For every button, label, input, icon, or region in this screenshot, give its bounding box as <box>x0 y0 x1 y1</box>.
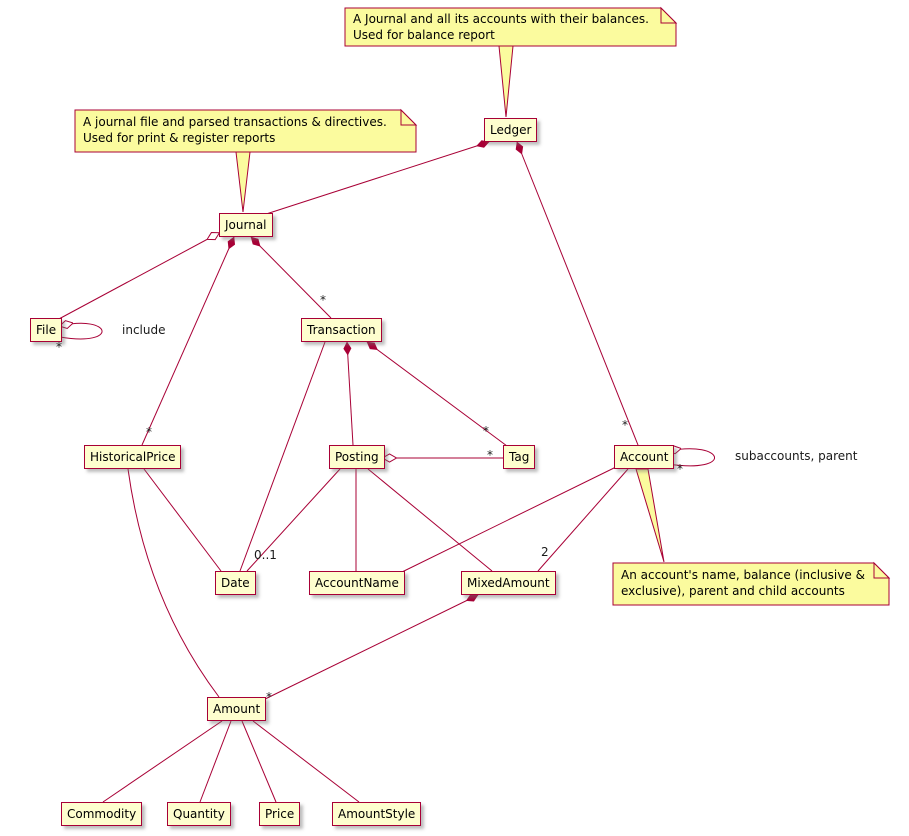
edge-label-include: include <box>122 323 166 337</box>
note-account: An account's name, balance (inclusive & … <box>621 568 865 598</box>
multiplicity-account-loop: * <box>677 462 683 476</box>
class-ledger: Ledger <box>484 118 538 142</box>
edge-amount-price <box>241 720 277 803</box>
note-shape-account <box>612 562 890 606</box>
class-account: Account <box>614 445 675 469</box>
multiplicity-ledger-account: * <box>622 418 628 432</box>
class-amountstyle: AmountStyle <box>332 802 422 826</box>
class-amount: Amount <box>207 697 267 721</box>
edge-file-self-loop <box>60 323 103 340</box>
edge-ledger-journal <box>259 140 490 217</box>
edge-account-mixedamount <box>537 468 629 572</box>
class-accountname: AccountName <box>309 571 405 595</box>
multiplicity-transaction: * <box>320 293 326 307</box>
multiplicity-mixedamount-amount: * <box>266 690 272 704</box>
note-journal: A journal file and parsed transactions &… <box>83 115 387 145</box>
multiplicity-posting-date: 0..1 <box>254 548 277 562</box>
edge-ledger-account <box>515 141 639 446</box>
multiplicity-posting-tag: * <box>487 448 493 462</box>
edge-journal-file <box>56 233 219 321</box>
edge-transaction-date <box>239 341 326 572</box>
multiplicity-historicalprice: * <box>146 425 152 439</box>
class-commodity: Commodity <box>61 802 143 826</box>
class-posting: Posting <box>329 445 385 469</box>
multiplicity-account-mixedamount: 2 <box>541 545 549 559</box>
edge-transaction-tag <box>366 341 508 447</box>
note-tail-ledger <box>498 45 514 118</box>
class-price: Price <box>259 802 301 826</box>
note-tail-journal <box>235 151 251 213</box>
class-transaction: Transaction <box>301 318 382 342</box>
class-journal: Journal <box>219 213 273 237</box>
note-fold-account <box>873 561 891 579</box>
edge-label-subaccounts-parent: subaccounts, parent <box>735 449 858 463</box>
note-tail-account <box>635 468 665 563</box>
edge-journal-historicalprice <box>141 236 236 446</box>
edge-amount-amountstyle <box>252 720 360 803</box>
note-ledger: A Journal and all its accounts with thei… <box>353 12 649 42</box>
edge-mixedamount-amount <box>260 594 479 702</box>
class-file: File <box>30 318 63 342</box>
edge-account-self-loop <box>668 449 715 467</box>
edge-transaction-posting <box>343 341 354 446</box>
edge-historicalprice-date <box>143 468 222 572</box>
edge-amount-commodity <box>102 720 223 803</box>
note-shapes <box>74 6 891 606</box>
note-fold-journal <box>400 108 418 126</box>
edge-posting-date <box>246 468 341 572</box>
class-date: Date <box>215 571 256 595</box>
class-quantity: Quantity <box>167 802 231 826</box>
edges <box>56 140 715 803</box>
edge-account-accountname <box>401 466 617 573</box>
note-fold-ledger <box>660 6 678 24</box>
class-mixedamount: MixedAmount <box>461 571 556 595</box>
multiplicity-file-loop: * <box>56 340 62 354</box>
note-shape-journal <box>74 109 417 153</box>
edge-journal-transaction <box>250 236 332 319</box>
class-tag: Tag <box>503 445 536 469</box>
note-shape-ledger <box>344 7 677 47</box>
edge-posting-mixedamount <box>367 468 493 572</box>
edge-amount-quantity <box>199 720 232 803</box>
class-historicalprice: HistoricalPrice <box>84 445 182 469</box>
edge-historicalprice-amount <box>127 468 220 698</box>
note-tails <box>235 45 665 563</box>
multiplicity-transaction-tag: * <box>483 424 489 438</box>
